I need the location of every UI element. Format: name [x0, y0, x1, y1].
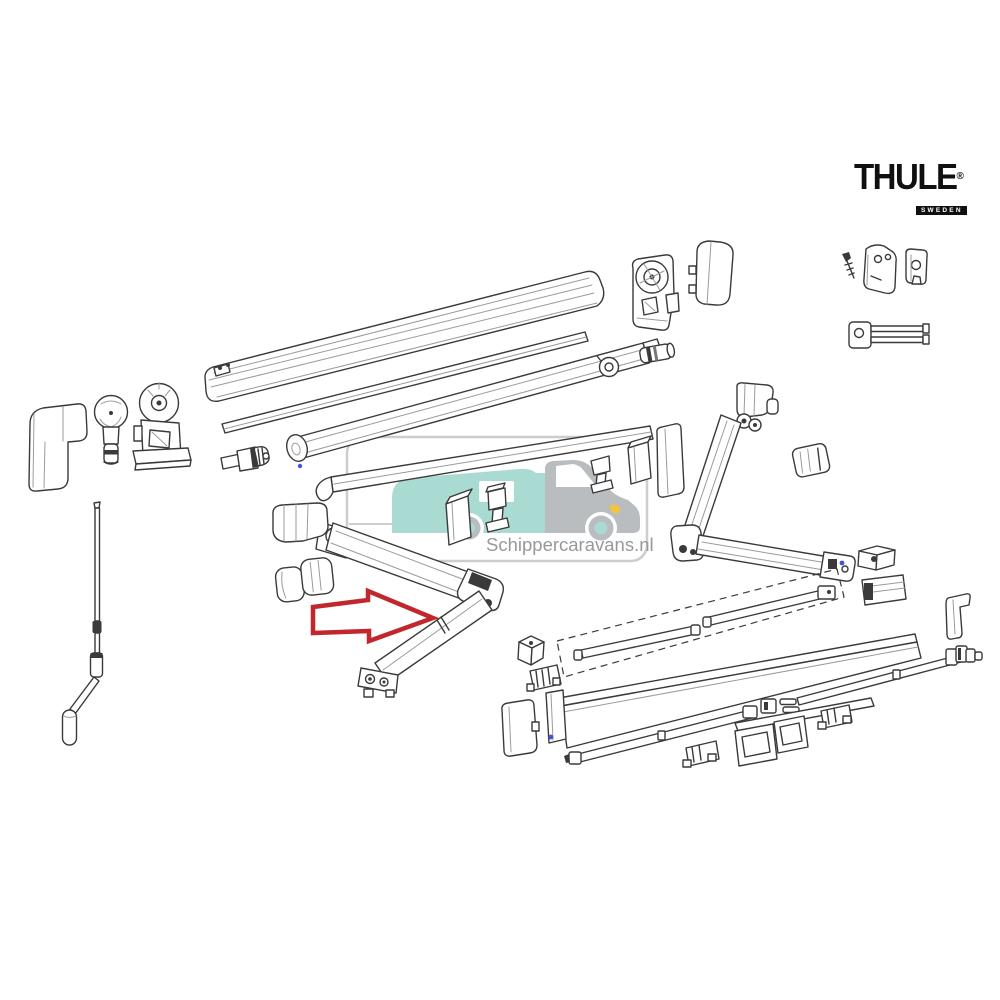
end-cap-left: [501, 699, 540, 757]
mounting-bracket-z: [485, 482, 510, 533]
pin-bracket: [848, 321, 930, 349]
arm-lower-tube-right: [695, 534, 830, 577]
bracket-plate: [863, 244, 897, 295]
pointer-arrow: [310, 587, 440, 645]
case-lid-profile: [204, 270, 605, 402]
coupling-cylinder: [639, 342, 676, 364]
rafter-rods-dashed-box: [556, 568, 845, 678]
lead-rail-panel: [545, 633, 922, 749]
arm-end-fitting: [819, 551, 856, 582]
brand-name: THULE: [854, 156, 958, 197]
rail-left-end: [545, 689, 567, 744]
crank-handle: [61, 501, 104, 746]
windshield: [556, 464, 597, 487]
support-arm-left: [272, 502, 505, 698]
gear-unit: [132, 382, 192, 471]
tension-rafter-rod: [564, 645, 983, 765]
detail-dot-blue: [839, 560, 845, 566]
tension-knob: [93, 394, 129, 465]
support-foot-brackets: [682, 697, 875, 768]
detail-dot-blue: [297, 463, 303, 469]
fabric-guard-plate: [656, 423, 685, 498]
brand-tagline: SWEDEN: [916, 206, 967, 215]
support-arm-right: [670, 382, 856, 582]
rail-clamps-right: [857, 545, 907, 606]
spigot-connector: [220, 445, 270, 472]
rod-connector: [760, 698, 777, 714]
mounting-bracket-z-right: [590, 455, 614, 494]
arm-elbow-cover: [791, 442, 831, 478]
gearbox-cover-cap: [688, 240, 734, 306]
l-bracket: [945, 593, 971, 640]
rail-bracket-cube: [517, 635, 545, 666]
case-back-strip: [221, 331, 589, 434]
mounting-bracket-sheet-right: [627, 435, 652, 485]
watermark-border-box: [345, 435, 649, 563]
elbow-end-cap: [28, 403, 88, 492]
headlight: [609, 504, 621, 514]
arm-cover-shells: [274, 557, 335, 603]
screw: [842, 252, 855, 279]
watermark-text: Schippercaravans.nl: [486, 534, 654, 555]
fabric-sheet: [315, 425, 654, 502]
mounting-bracket-sheet: [445, 488, 473, 546]
detail-dot-blue: [548, 734, 554, 740]
clamp-block: [905, 248, 928, 285]
registered-mark: ®: [956, 171, 964, 182]
motor-gearbox: [631, 254, 680, 331]
roller-end-cap: [596, 355, 620, 378]
dashed-outline: [556, 568, 845, 678]
arm-upper-tube-right: [683, 414, 742, 537]
rail-bracket-ribbed: [526, 664, 562, 692]
arm-shoulder-cap: [272, 502, 329, 543]
wheel-hub-right: [594, 521, 608, 535]
thule-logo: THULE® SWEDEN: [854, 156, 970, 217]
